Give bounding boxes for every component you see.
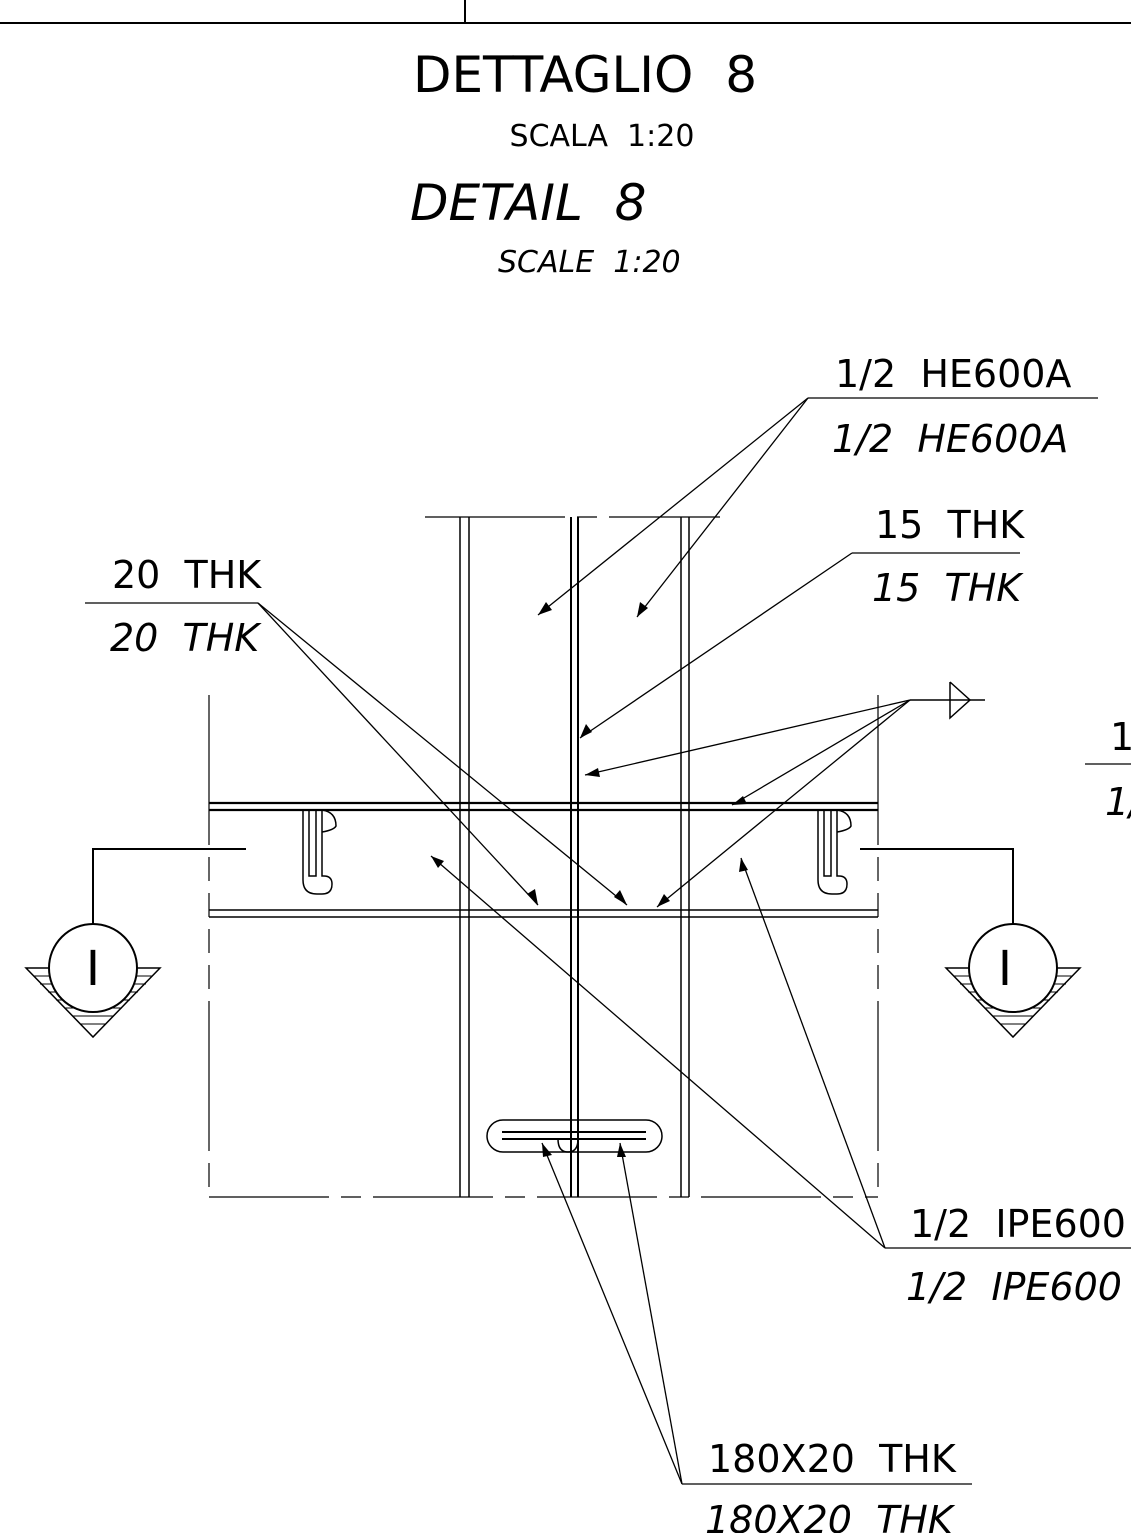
label-20-thk-en: 20 THK [110,616,262,660]
section-mark-right: I [998,941,1012,997]
section-cut-right [860,848,1082,1039]
label-20-thk: 20 THK [112,553,262,597]
bottom-plate-180x20 [486,1119,663,1153]
label-15-thk-en: 15 THK [872,566,1024,610]
label-180x20-thk-en: 180X20 THK [705,1498,956,1533]
label-cut-right-en: 1/ [1105,780,1131,824]
end-plate-20-thk [209,801,878,918]
title-frame [0,0,1131,24]
title-italian: DETTAGLIO 8 [413,46,757,104]
label-15-thk: 15 THK [875,503,1025,547]
scale-english: SCALE 1:20 [498,245,681,280]
label-cut-right: 1 [1110,715,1131,759]
beam-ipe600 [208,695,879,1198]
section-cut-left [24,848,246,1039]
slot-left [302,809,337,895]
web-plate-15-thk [570,517,579,1197]
slot-right [817,809,852,895]
label-he600a-en: 1/2 HE600A [832,417,1068,461]
label-ipe600: 1/2 IPE600 [910,1202,1126,1246]
label-180x20-thk: 180X20 THK [708,1437,957,1481]
weld-symbol [910,681,985,720]
section-mark-left: I [86,941,100,997]
column-he600a [425,516,720,1197]
arrowheads [431,602,748,1157]
leader-lines [85,397,1131,1485]
title-english: DETAIL 8 [410,174,646,232]
label-ipe600-en: 1/2 IPE600 [906,1265,1122,1309]
scale-italian: SCALA 1:20 [510,119,695,154]
label-he600a: 1/2 HE600A [835,352,1071,396]
